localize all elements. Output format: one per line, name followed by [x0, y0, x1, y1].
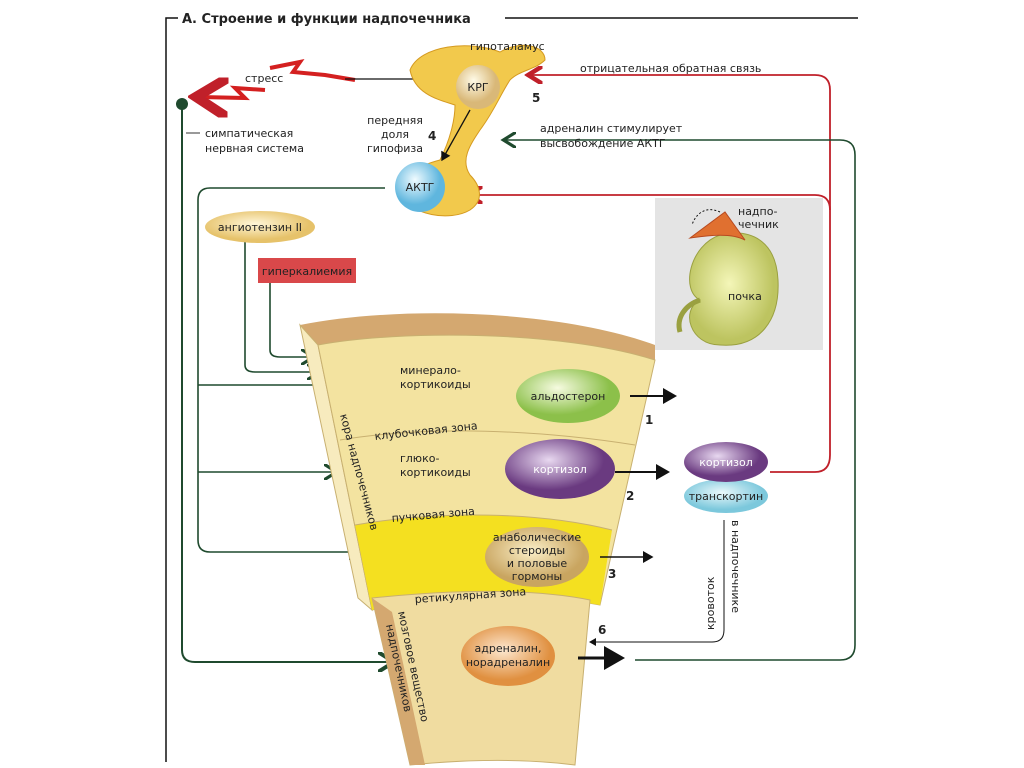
nerve-dot	[176, 98, 188, 110]
kidney-label: почка	[728, 290, 762, 303]
figure-title: А. Строение и функции надпочечника	[182, 12, 471, 27]
number-2: 2	[626, 489, 634, 503]
number-5: 5	[532, 91, 540, 105]
hypothalamus-pituitary-illustration	[395, 44, 546, 217]
aldosterone-label: альдостерон	[531, 390, 606, 403]
frame-border	[165, 17, 178, 762]
aldosterone-badge	[516, 369, 620, 423]
negative-feedback-arrow	[530, 75, 831, 473]
anabolic-label-2: стероиды	[509, 544, 565, 557]
acth-label: АКТГ	[406, 181, 435, 194]
pituitary-label-3: гипофиза	[367, 142, 423, 155]
hypothalamus-label: гипоталамус	[470, 40, 545, 53]
acth-pathway	[197, 187, 385, 552]
number-3: 3	[608, 567, 616, 581]
cortisol-label: кортизол	[533, 463, 587, 476]
bloodflow-label: кровоток	[704, 576, 717, 630]
mineralocorticoids-label: минерало-	[400, 364, 461, 377]
glucocorticoids-label: глюко-	[400, 452, 439, 465]
angiotensin-badge	[205, 211, 315, 243]
cortisol-badge	[505, 439, 615, 499]
angiotensin-pathway	[244, 242, 318, 372]
adrenaline-stim-label: адреналин стимулирует	[540, 122, 683, 135]
mineralocorticoids-label-2: кортикоиды	[400, 378, 471, 391]
crh-label: КРГ	[467, 81, 488, 94]
adrenal-gland-label: надпо-	[738, 205, 777, 218]
kidney-illustration: надпо- чечник почка	[655, 198, 823, 350]
hyperkalemia-badge	[258, 258, 356, 283]
number-1: 1	[645, 413, 653, 427]
anabolic-steroids-badge	[485, 527, 589, 587]
adrenaline-stimulates-acth-arrow	[505, 140, 856, 661]
bloodflow-arrow	[589, 520, 725, 646]
negative-feedback-label: отрицательная обратная связь	[580, 62, 761, 75]
bound-cortisol-label: кортизол	[699, 456, 753, 469]
adrenaline-label: адреналин,	[475, 642, 542, 655]
transcortin-badge	[684, 479, 768, 513]
sympathetic-nerve-pathway	[181, 104, 392, 662]
stress-zigzag-icon	[269, 59, 356, 82]
crh-to-acth-arrow	[441, 109, 471, 162]
stress-label: стресс	[245, 72, 283, 85]
pituitary-label: передняя	[367, 114, 423, 127]
adrenaline-label-2: норадреналин	[466, 656, 550, 669]
stress-zigzag-icon-2	[200, 88, 266, 98]
pituitary-label-2: доля	[381, 128, 409, 141]
adrenaline-badge	[461, 626, 555, 686]
feedback-to-acth-arrow	[470, 195, 831, 211]
sympathetic-label: симпатическая	[205, 127, 293, 140]
glucocorticoids-label-2: кортикоиды	[400, 466, 471, 479]
anabolic-label: анаболические	[493, 531, 581, 544]
angiotensin-label: ангиотензин II	[218, 221, 302, 234]
transcortin-label: транскортин	[689, 490, 763, 503]
adrenaline-stim-label-2: высвобождение АКТГ	[540, 137, 666, 150]
number-4: 4	[428, 129, 436, 143]
anabolic-label-3: и половые	[507, 557, 567, 570]
bloodflow-label-2: в надпочечнике	[729, 520, 742, 613]
number-6: 6	[598, 623, 606, 637]
sympathetic-label-2: нервная система	[205, 142, 304, 155]
bound-cortisol-badge	[684, 442, 768, 482]
anabolic-label-4: гормоны	[512, 570, 562, 583]
adrenal-gland-label-2: чечник	[738, 218, 779, 231]
hyperkalemia-label: гиперкалиемия	[262, 265, 352, 278]
